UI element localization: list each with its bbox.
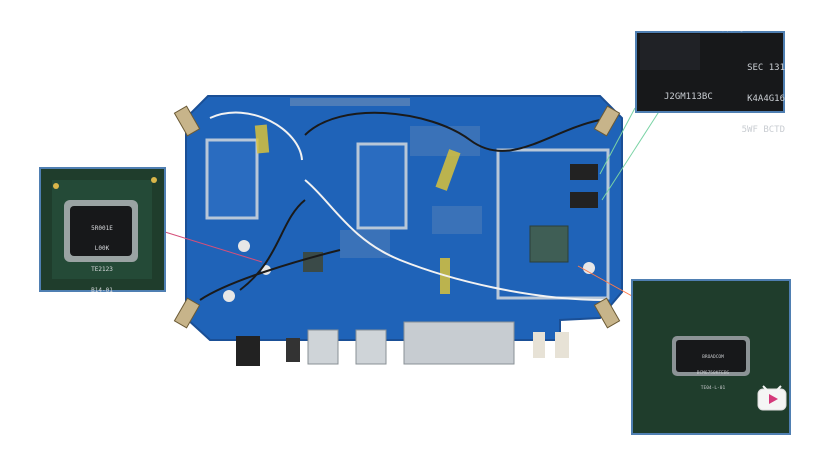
callout-lines [164,107,661,297]
antenna-cables [199,111,606,301]
memory-line-2: K4A4G16 [747,93,785,104]
antenna-connectors [173,105,621,329]
ports [236,321,569,366]
soc-line-1: 5R001E [91,224,113,232]
soc-line-2: L00K [94,245,110,253]
watermark-text: bitshare.cn 数码 [651,20,745,33]
memory-chip-code: J2GM113BC [664,92,713,102]
soc-line-4: B14-01 [91,286,113,294]
memory-chip-label: SEC 131 K4A4G16 5WF BCTD [690,42,785,145]
memory-line-1: SEC 131 [747,62,785,73]
soc-inset [39,167,166,292]
broadcom-line-1: BROADCOM [702,355,724,361]
memory-inset [635,31,785,113]
pcb-board [185,95,623,341]
memory-line-3: 5WF BCTD [741,124,785,135]
broadcom-chip-label: BROADCOM BCM6750KFEBG TE04-L-01 [678,345,748,397]
broadcom-line-2: BCM6750KFEBG [696,370,730,376]
broadcom-line-3: TE04-L-01 [700,386,726,392]
play-icon[interactable] [757,385,787,411]
soc-chip-label: 5R001E L00K TE2123 B14-01 [72,212,132,302]
soc-line-3: TE2123 [91,266,113,274]
